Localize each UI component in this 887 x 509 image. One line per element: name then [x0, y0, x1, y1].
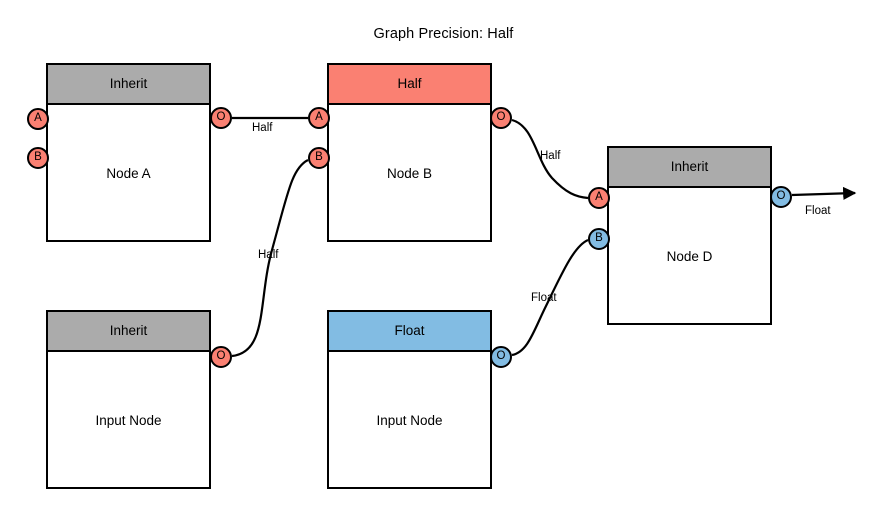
- port-node-a-o[interactable]: O: [210, 107, 232, 129]
- edge-label-edge-a-to-b: Half: [252, 122, 273, 134]
- node-header-node-b[interactable]: Half: [329, 65, 490, 105]
- node-label-input-node-1: Input Node: [95, 412, 162, 428]
- port-node-a-b[interactable]: B: [27, 147, 49, 169]
- node-label-node-d: Node D: [666, 248, 713, 264]
- port-input-node-2-o[interactable]: O: [490, 346, 512, 368]
- edge-input2-to-d[interactable]: [511, 238, 589, 357]
- node-header-input-node-1[interactable]: Inherit: [48, 312, 209, 352]
- port-node-b-b[interactable]: B: [308, 147, 330, 169]
- edge-label-edge-input1-to-b: Half: [258, 249, 279, 261]
- node-label-node-b: Node B: [386, 165, 433, 181]
- edge-label-edge-input2-to-d: Float: [531, 292, 557, 304]
- port-node-d-b[interactable]: B: [588, 228, 610, 250]
- node-header-input-node-2[interactable]: Float: [329, 312, 490, 352]
- edge-d-output[interactable]: [791, 186, 857, 200]
- edge-b-to-d[interactable]: [511, 118, 589, 200]
- port-node-d-o[interactable]: O: [770, 186, 792, 208]
- port-node-b-a[interactable]: A: [308, 107, 330, 129]
- edge-label-edge-b-to-d: Half: [540, 150, 561, 162]
- edge-input1-to-b[interactable]: [231, 159, 309, 358]
- port-node-d-a[interactable]: A: [588, 187, 610, 209]
- node-header-node-a[interactable]: Inherit: [48, 65, 209, 105]
- port-node-a-a[interactable]: A: [27, 108, 49, 130]
- node-label-node-a: Node A: [106, 165, 151, 181]
- edge-label-edge-d-output: Float: [805, 205, 831, 217]
- port-node-b-o[interactable]: O: [490, 107, 512, 129]
- node-label-input-node-2: Input Node: [376, 412, 443, 428]
- node-header-node-d[interactable]: Inherit: [609, 148, 770, 188]
- page-title: Graph Precision: Half: [373, 26, 514, 42]
- port-input-node-1-o[interactable]: O: [210, 346, 232, 368]
